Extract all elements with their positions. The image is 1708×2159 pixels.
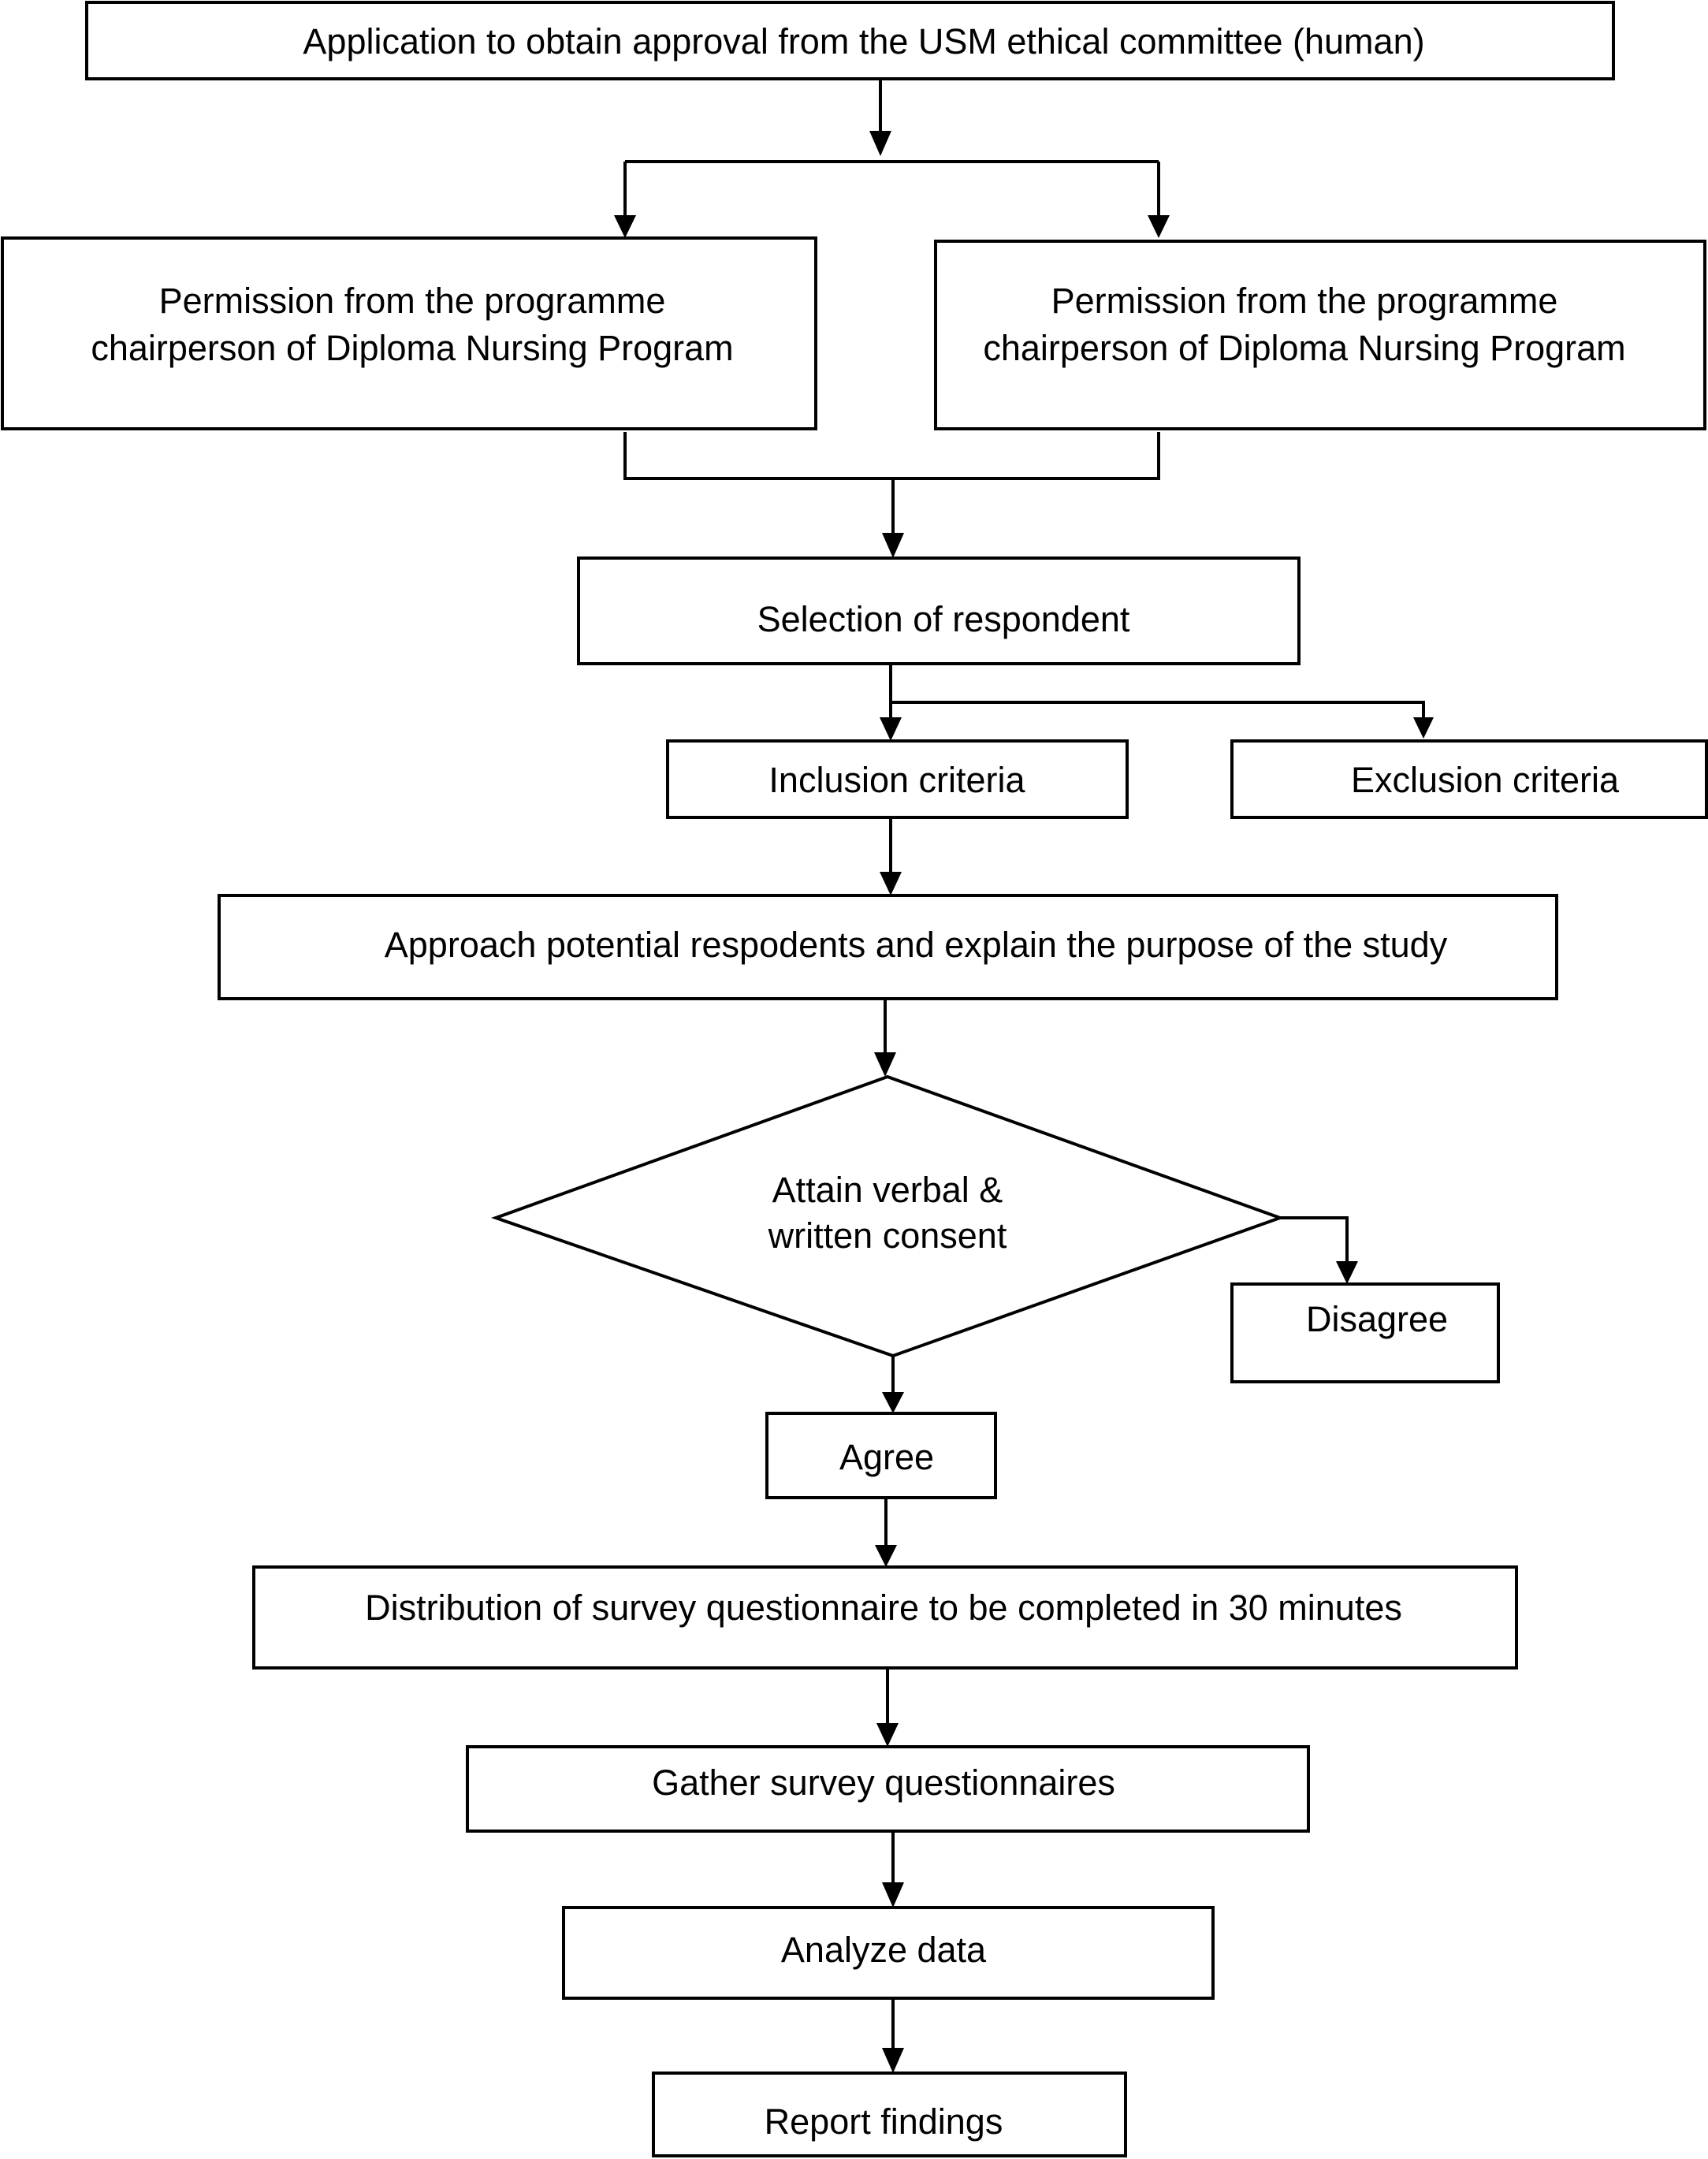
node-label: Approach potential respodents and explai… [385, 925, 1448, 965]
arrowhead [1148, 215, 1170, 238]
node-label: chairperson of Diploma Nursing Program [91, 328, 733, 368]
node-disagree: Disagree [1230, 1282, 1500, 1383]
node-label: Disagree [1306, 1299, 1448, 1339]
node-label: Agree [839, 1437, 934, 1477]
arrowhead [1336, 1261, 1358, 1284]
node-distribution-questionnaire: Distribution of survey questionnaire to … [252, 1565, 1518, 1670]
arrowhead [1413, 717, 1434, 739]
arrowheads [614, 131, 1434, 2073]
arrowhead [874, 1052, 896, 1077]
node-label: Gather survey questionnaires [652, 1763, 1115, 1803]
arrowhead [882, 533, 904, 558]
node-gather-questionnaires: Gather survey questionnaires [466, 1745, 1310, 1833]
connectors [623, 79, 1425, 2049]
node-label: Inclusion criteria [768, 760, 1025, 800]
connector-to-exclusion [891, 701, 1425, 719]
node-label: written consent [768, 1215, 1007, 1256]
node-approach-respondents: Approach potential respodents and explai… [218, 894, 1558, 1000]
node-consent-decision: Attain verbal & written consent [491, 1074, 1285, 1358]
connector-merge [623, 432, 1160, 480]
node-label: chairperson of Diploma Nursing Program [983, 328, 1625, 368]
node-analyze-data: Analyze data [562, 1906, 1215, 2000]
node-selection-of-respondent: Selection of respondent [577, 557, 1301, 665]
arrowhead [880, 717, 902, 741]
node-permission-left: Permission from the programme chairperso… [1, 236, 817, 430]
connector-consent-to-disagree [1280, 1216, 1349, 1264]
node-report-findings: Report findings [652, 2072, 1127, 2157]
node-label: Exclusion criteria [1351, 760, 1620, 800]
node-agree: Agree [765, 1412, 997, 1499]
node-ethics-approval: Application to obtain approval from the … [85, 1, 1615, 80]
node-permission-right: Permission from the programme chairperso… [934, 240, 1706, 430]
node-label: Permission from the programme [1051, 281, 1558, 321]
arrowhead [882, 2048, 904, 2073]
node-label: Analyze data [781, 1930, 987, 1970]
arrowhead [882, 1392, 904, 1413]
arrowhead [882, 1882, 904, 1908]
node-label: Permission from the programme [159, 281, 666, 321]
node-exclusion-criteria: Exclusion criteria [1230, 739, 1708, 819]
node-label: Report findings [765, 2101, 1003, 2142]
node-label: Attain verbal & [772, 1170, 1003, 1210]
arrowhead [875, 1545, 897, 1567]
node-label: Application to obtain approval from the … [303, 21, 1424, 61]
node-label: Selection of respondent [757, 599, 1130, 639]
node-label: Distribution of survey questionnaire to … [365, 1588, 1402, 1628]
arrowhead [614, 215, 636, 238]
node-inclusion-criteria: Inclusion criteria [666, 739, 1129, 819]
arrowhead [869, 131, 891, 156]
arrowhead [880, 872, 902, 895]
arrowhead [876, 1723, 899, 1747]
